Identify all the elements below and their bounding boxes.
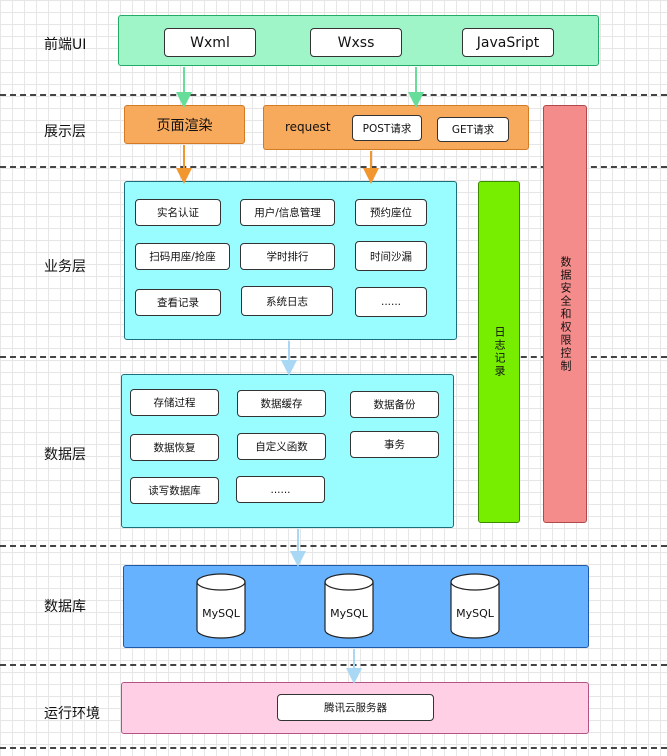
security-column: 数据安全和权限控制: [543, 105, 587, 523]
log-record-label: 日志记录: [493, 326, 506, 378]
mysql-database-icon: MySQL: [324, 573, 374, 639]
separator: [0, 664, 667, 666]
tencent-cloud-server-box: 腾讯云服务器: [277, 694, 434, 721]
data-item-transaction: 事务: [350, 431, 439, 458]
business-item-view-records: 查看记录: [135, 289, 221, 316]
data-item-more: ......: [236, 476, 325, 503]
business-item-hourglass: 时间沙漏: [355, 241, 427, 271]
business-item-scan-seat: 扫码用座/抢座: [135, 243, 230, 270]
layer-label-database: 数据库: [44, 599, 86, 615]
layer-label-data: 数据层: [44, 447, 86, 463]
layer-label-frontend: 前端UI: [44, 37, 87, 53]
separator: [0, 747, 667, 749]
data-item-read-write-db: 读写数据库: [130, 477, 219, 504]
separator: [0, 166, 667, 168]
business-item-user-info-mgmt: 用户/信息管理: [240, 199, 335, 226]
data-item-data-recovery: 数据恢复: [130, 434, 219, 461]
frontend-item-wxss: Wxss: [310, 28, 402, 57]
business-item-system-log: 系统日志: [241, 286, 333, 316]
layer-label-presentation: 展示层: [44, 124, 86, 140]
data-item-data-cache: 数据缓存: [237, 390, 326, 417]
security-label: 数据安全和权限控制: [559, 255, 572, 373]
get-request-box: GET请求: [437, 117, 509, 142]
request-label: request: [285, 120, 331, 134]
frontend-item-wxml: Wxml: [164, 28, 256, 57]
data-item-data-backup: 数据备份: [350, 391, 439, 418]
separator: [0, 545, 667, 547]
business-item-seat-booking: 预约座位: [355, 199, 427, 226]
page-render-box: 页面渲染: [124, 105, 245, 144]
mysql-label: MySQL: [330, 607, 368, 620]
data-item-custom-function: 自定义函数: [237, 433, 326, 460]
separator: [0, 356, 667, 358]
separator: [0, 94, 667, 96]
layer-label-runtime: 运行环境: [44, 706, 100, 722]
log-record-column: 日志记录: [478, 181, 520, 523]
business-item-real-name-auth: 实名认证: [135, 199, 221, 226]
data-item-stored-procedure: 存储过程: [130, 389, 219, 416]
frontend-item-javascript: JavaSript: [462, 28, 554, 57]
mysql-database-icon: MySQL: [196, 573, 246, 639]
mysql-label: MySQL: [202, 607, 240, 620]
business-item-hours-ranking: 学时排行: [240, 243, 335, 270]
post-request-box: POST请求: [352, 115, 422, 141]
mysql-label: MySQL: [456, 607, 494, 620]
mysql-database-icon: MySQL: [450, 573, 500, 639]
business-item-more: ......: [355, 287, 427, 317]
layer-label-business: 业务层: [44, 259, 86, 275]
